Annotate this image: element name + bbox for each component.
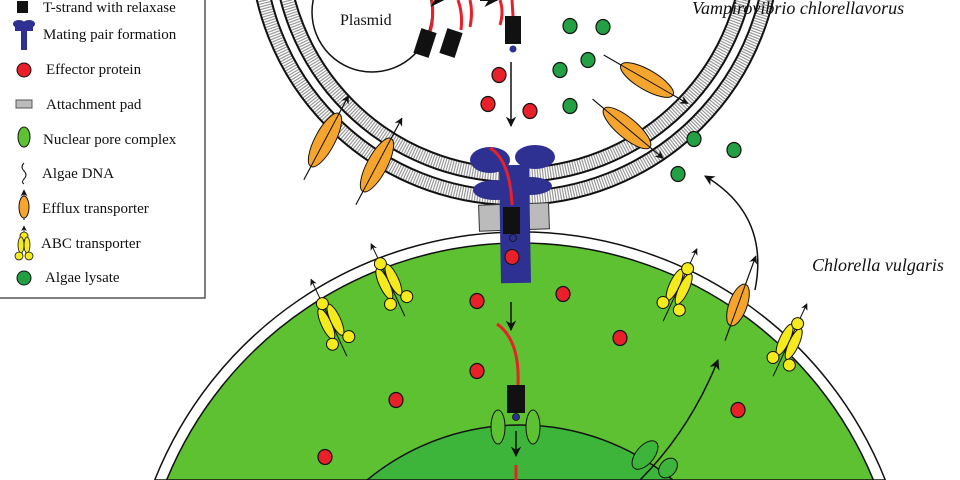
legend-label: Attachment pad: [46, 97, 142, 113]
abc-transporter-icon: [14, 225, 34, 261]
mating-pair-complex: [470, 145, 678, 480]
bacterium-label: Vampirovibrio chlorellavorus: [692, 0, 904, 18]
plasmid: Plasmid: [311, 0, 521, 128]
effector-protein-icon: [16, 62, 32, 78]
legend-label: Efflux transporter: [42, 201, 149, 217]
nuclear-pore: [631, 440, 659, 470]
alga-label: Chlorella vulgaris: [812, 255, 944, 275]
legend-label: Mating pair formation: [43, 27, 177, 43]
nuclear-pore: [490, 409, 506, 445]
algae-dna-icon: [21, 162, 27, 185]
algal-cell: [153, 231, 887, 480]
legend: T-strand with relaxase Mating pair forma…: [0, 0, 206, 299]
algae-lysate-icon: [16, 270, 32, 286]
t-strand-relaxase-icon: [17, 1, 28, 13]
abc-transporters: [310, 243, 808, 377]
legend-label: T-strand with relaxase: [43, 0, 176, 16]
algae-lysate-particles: [552, 17, 742, 183]
efflux-transporters: [303, 54, 759, 480]
legend-label: Nuclear pore complex: [43, 132, 177, 148]
legend-label: Effector protein: [46, 62, 142, 78]
legend-label: Algae DNA: [42, 166, 114, 182]
nuclear-pore: [525, 409, 541, 445]
plasmid-label: Plasmid: [340, 12, 392, 29]
nuclear-pore: [658, 457, 678, 479]
legend-label: Algae lysate: [45, 270, 120, 286]
mating-pair-icon: [13, 20, 35, 50]
nuclear-pore-icon: [17, 126, 31, 148]
attachment-pad-icon: [15, 99, 33, 109]
effector-proteins: [317, 66, 746, 466]
efflux-transporter-icon: [18, 189, 30, 220]
legend-label: ABC transporter: [41, 236, 141, 252]
